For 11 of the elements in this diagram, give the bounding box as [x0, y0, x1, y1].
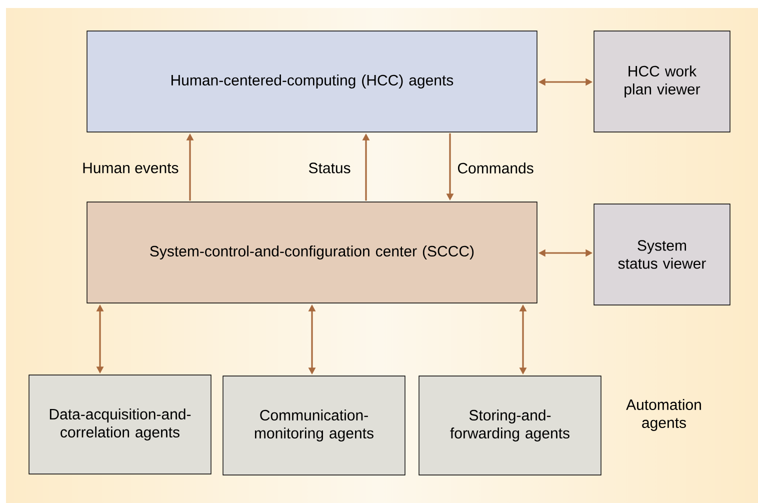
group-label: Automation agents	[626, 399, 701, 431]
agent-box: Communication-monitoring agents	[222, 376, 406, 476]
agent-box: Storing-and-forwarding agents	[418, 376, 602, 476]
viewer-box: System status viewer	[594, 204, 730, 306]
viewer-box: HCC work plan viewer	[594, 30, 730, 132]
edge-label: Commands	[458, 162, 534, 174]
agent-box: Data-acquisition-and-correlation agents	[28, 374, 212, 474]
edge-label: Status	[308, 162, 350, 174]
agent-box: Human-centered-computing (HCC) agents	[86, 30, 538, 132]
edge-label: Human events	[83, 162, 178, 174]
control-center-box: System-control-and-configuration center (SCCC)	[86, 202, 538, 304]
